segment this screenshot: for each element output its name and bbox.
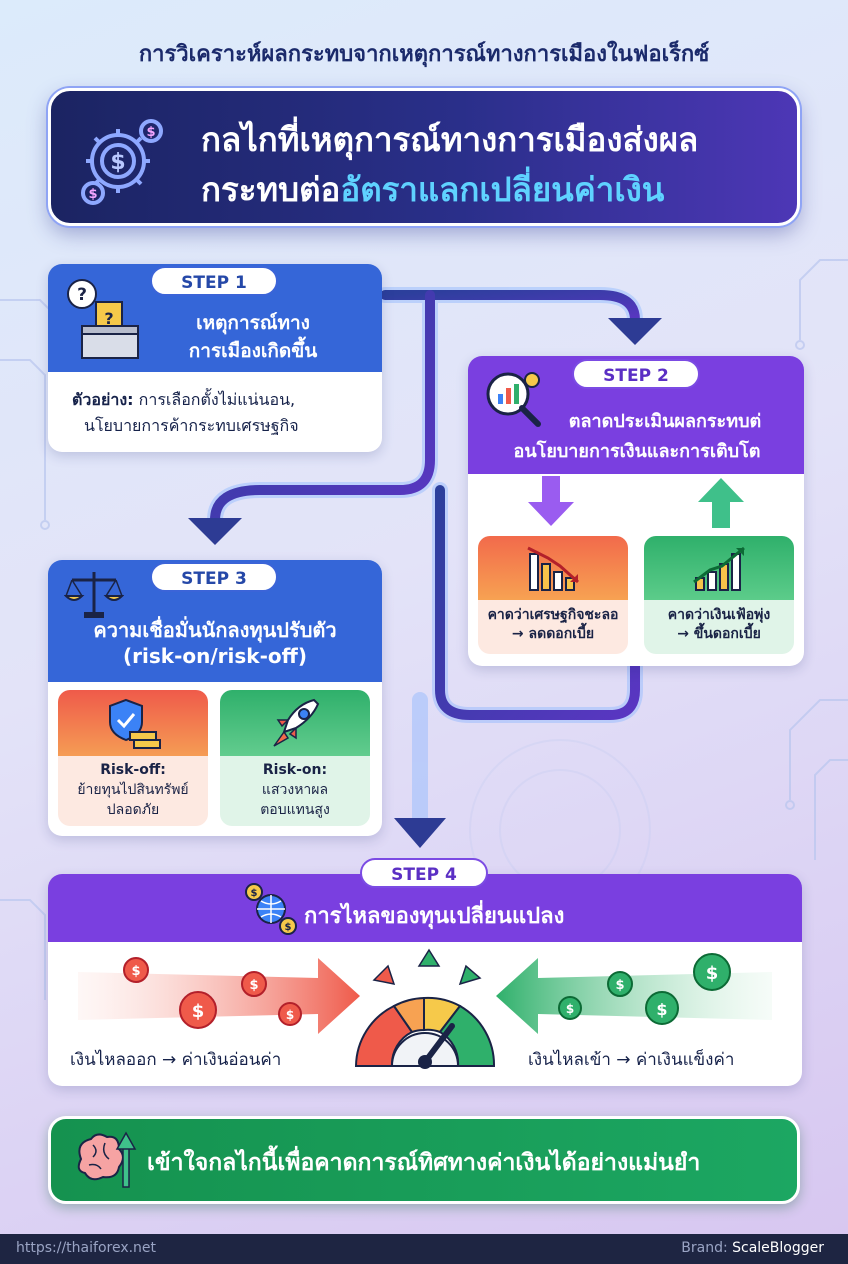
step3-badge: STEP 3 xyxy=(150,562,278,592)
svg-text:?: ? xyxy=(77,285,87,305)
risk-on-title: Risk-on: xyxy=(262,762,328,778)
banner-line-2-prefix: กระทบต่อ xyxy=(201,170,341,209)
svg-text:$: $ xyxy=(706,963,719,984)
globe-coins-icon: $ $ xyxy=(245,883,297,935)
conclusion-banner: เข้าใจกลไกนี้เพื่อคาดการณ์ทิศทางค่าเงินไ… xyxy=(48,1116,800,1204)
rocket-icon xyxy=(273,698,320,747)
step3-card: ความเชื่อมั่นนักลงทุนปรับตัว (risk-on/ri… xyxy=(48,560,382,836)
step2-left-line2: → ลดดอกเบี้ย xyxy=(511,626,595,642)
title-banner: $ $ $ กลไกที่เหตุการณ์ทางการเมืองส่งผล ก… xyxy=(48,88,800,226)
inflow-coins: $ $ $ $ xyxy=(558,953,731,1025)
inflow-caption: เงินไหลเข้า → ค่าเงินแข็งค่า xyxy=(528,1050,735,1070)
step1-title-line2: การเมืองเกิดขึ้น xyxy=(188,340,318,362)
step3-right-panel: Risk-on: แสวงหาผล ตอบแทนสูง xyxy=(220,690,370,826)
svg-text:$: $ xyxy=(286,1008,294,1022)
step2-card: ตลาดประเมินผลกระทบต่ อนโยบายการเงินและกา… xyxy=(468,356,804,666)
outflow-coins: $ $ $ $ xyxy=(123,957,302,1029)
step4-title: การไหลของทุนเปลี่ยนแปลง xyxy=(304,904,565,929)
shield-gold-icon xyxy=(109,698,161,749)
svg-text:$: $ xyxy=(566,1002,574,1016)
step2-right-line2: → ขึ้นดอกเบี้ย xyxy=(677,626,761,642)
step2-left-line1: คาดว่าเศรษฐกิจชะลอ xyxy=(487,607,619,623)
ballot-box-icon: ? xyxy=(81,301,139,359)
step2-right-line1: คาดว่าเงินเฟ้อพุ่ง xyxy=(667,607,771,623)
svg-text:$: $ xyxy=(615,978,624,993)
step4-badge: STEP 4 xyxy=(360,858,488,888)
step2-left-panel: คาดว่าเศรษฐกิจชะลอ → ลดดอกเบี้ย xyxy=(478,536,628,654)
step1-badge: STEP 1 xyxy=(150,266,278,296)
svg-text:$: $ xyxy=(110,150,125,175)
dollar-gears-icon: $ $ $ xyxy=(81,119,163,205)
step1-example-text: การเลือกตั้งไม่แน่นอน, xyxy=(133,390,296,409)
step2-right-panel: คาดว่าเงินเฟ้อพุ่ง → ขึ้นดอกเบี้ย xyxy=(644,536,794,654)
scales-icon xyxy=(64,572,124,618)
svg-text:$: $ xyxy=(251,888,258,899)
step1-example-line1: ตัวอย่าง: การเลือกตั้งไม่แน่นอน, xyxy=(72,388,372,413)
banner-line-1: กลไกที่เหตุการณ์ทางการเมืองส่งผล xyxy=(201,120,699,159)
risk-on-line1: แสวงหาผล xyxy=(261,782,329,798)
svg-text:$: $ xyxy=(192,1001,205,1022)
footer-bar xyxy=(0,1234,848,1264)
conclusion-text: เข้าใจกลไกนี้เพื่อคาดการณ์ทิศทางค่าเงินไ… xyxy=(147,1150,701,1176)
step1-example-line2: นโยบายการค้ากระทบเศรษฐกิจ xyxy=(84,416,299,435)
footer-brand: Brand: ScaleBlogger xyxy=(681,1240,824,1256)
speedometer-icon xyxy=(354,948,496,1069)
footer-url[interactable]: https://thaiforex.net xyxy=(16,1240,157,1256)
svg-text:$: $ xyxy=(285,922,292,933)
svg-text:$: $ xyxy=(656,1000,667,1019)
step4-card: $ $ การไหลของทุนเปลี่ยนแปลง $ $ $ $ $ $ … xyxy=(48,874,802,1086)
banner-line-2: กระทบต่ออัตราแลกเปลี่ยนค่าเงิน xyxy=(201,163,791,216)
step1-card: ? ? เหตุการณ์ทาง การเมืองเกิดขึ้น ตัวอย่… xyxy=(48,264,382,452)
rising-chart-icon xyxy=(693,546,745,591)
analysis-magnifier-icon xyxy=(486,372,541,427)
brand-label: Brand: xyxy=(681,1240,728,1256)
up-arrow-icon xyxy=(698,478,744,528)
risk-off-line2: ปลอดภัย xyxy=(106,802,160,818)
step3-title-line2: (risk-on/risk-off) xyxy=(123,644,307,668)
question-bubble-icon: ? xyxy=(67,279,97,309)
svg-text:$: $ xyxy=(131,964,140,979)
svg-text:$: $ xyxy=(249,978,258,993)
step2-title-line2: อนโยบายการเงินและการเติบโต xyxy=(513,441,761,462)
brain-arrow-icon xyxy=(77,1131,137,1188)
step1-title-line1: เหตุการณ์ทาง xyxy=(196,312,310,334)
brand-name: ScaleBlogger xyxy=(732,1240,824,1256)
down-arrow-icon xyxy=(528,476,574,526)
step2-badge: STEP 2 xyxy=(572,359,700,389)
page-title: การวิเคราะห์ผลกระทบจากเหตุการณ์ทางการเมื… xyxy=(138,42,710,67)
step3-left-panel: Risk-off: ย้ายทุนไปสินทรัพย์ ปลอดภัย xyxy=(58,690,208,826)
svg-text:$: $ xyxy=(146,125,155,140)
risk-off-title: Risk-off: xyxy=(100,762,166,778)
svg-text:?: ? xyxy=(104,309,113,328)
svg-text:$: $ xyxy=(88,187,97,202)
risk-off-line1: ย้ายทุนไปสินทรัพย์ xyxy=(77,782,189,798)
falling-chart-icon xyxy=(527,546,579,591)
step2-title-line1: ตลาดประเมินผลกระทบต่ xyxy=(568,411,762,432)
outflow-caption: เงินไหลออก → ค่าเงินอ่อนค่า xyxy=(70,1050,282,1070)
risk-on-line2: ตอบแทนสูง xyxy=(260,802,330,818)
banner-line-2-highlight: อัตราแลกเปลี่ยนค่าเงิน xyxy=(340,170,665,209)
capital-flow-graphic: $ $ $ $ $ $ $ $ xyxy=(78,948,772,1069)
step1-example-label: ตัวอย่าง: xyxy=(72,390,134,409)
step3-title-line1: ความเชื่อมั่นนักลงทุนปรับตัว xyxy=(93,618,337,642)
